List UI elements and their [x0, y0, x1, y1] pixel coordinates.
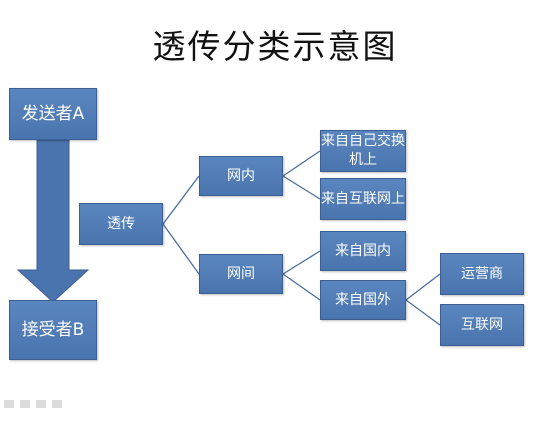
- next-icon[interactable]: [52, 400, 62, 408]
- node-domestic: 来自国内: [320, 231, 406, 271]
- node-transparent: 透传: [79, 203, 163, 245]
- connector-trans-netin: [162, 175, 200, 225]
- down-arrow: [16, 139, 90, 303]
- node-internet: 互联网: [440, 304, 524, 346]
- node-foreign: 来自国外: [320, 280, 406, 320]
- diagram-title: 透传分类示意图: [152, 27, 398, 66]
- node-net-between: 网间: [199, 254, 283, 294]
- node-net-in: 网内: [199, 156, 283, 196]
- node-own-switch: 来自自己交换机上: [320, 130, 406, 172]
- connector-netbetween-foreign: [282, 273, 321, 301]
- node-sender: 发送者A: [9, 88, 97, 140]
- connector-trans-netbetween: [162, 223, 200, 275]
- connector-netin-internetup: [282, 175, 321, 200]
- connector-netin-own: [282, 150, 321, 177]
- slide-toolbar: [4, 400, 62, 408]
- node-receiver: 接受者B: [9, 300, 97, 360]
- prev-icon[interactable]: [4, 400, 14, 408]
- node-carrier: 运营商: [440, 253, 524, 295]
- connector-foreign-internet: [405, 299, 441, 326]
- connector-foreign-carrier: [405, 273, 441, 301]
- node-internet-up: 来自互联网上: [320, 178, 406, 220]
- menu-icon[interactable]: [36, 400, 46, 408]
- connector-netbetween-domestic: [282, 250, 321, 275]
- pen-icon[interactable]: [20, 400, 30, 408]
